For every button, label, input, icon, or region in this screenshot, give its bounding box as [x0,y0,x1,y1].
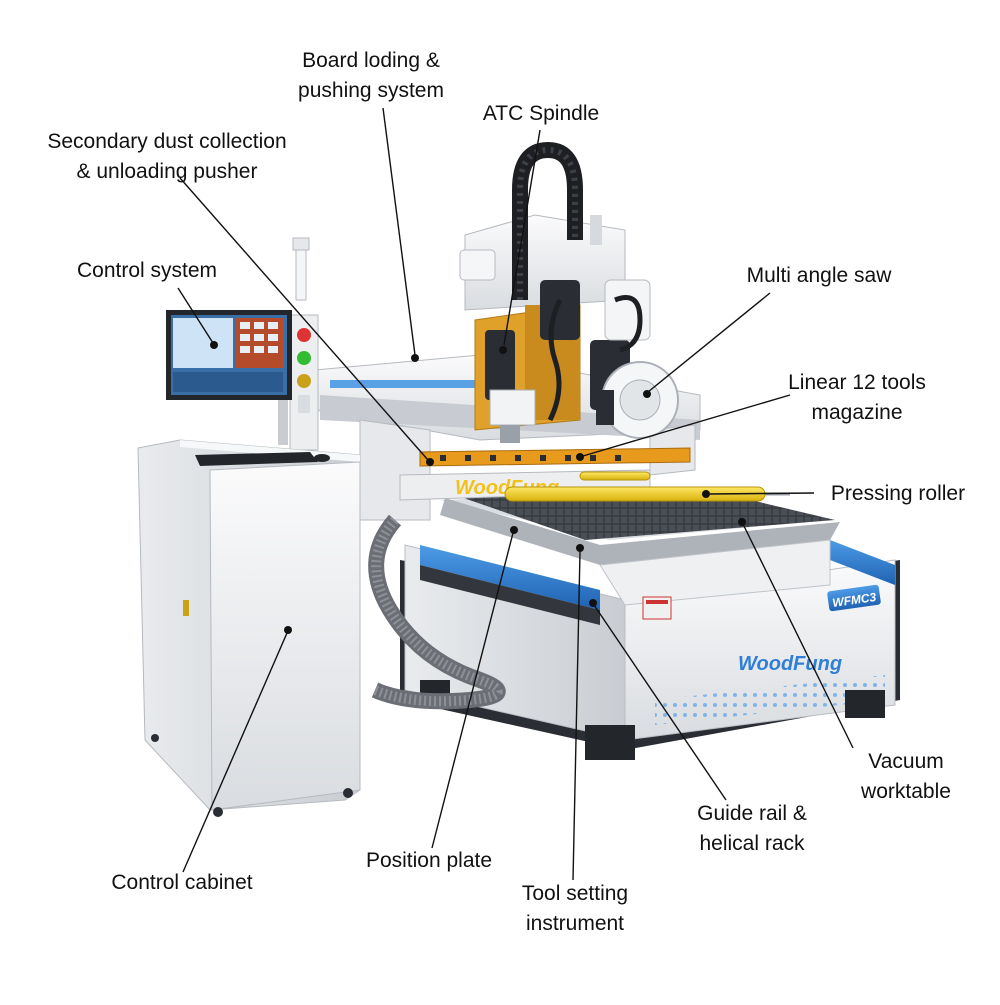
dot-linear-magazine [576,453,584,461]
dot-multi-angle-saw [643,390,651,398]
leader-control-cabinet [182,632,288,873]
label-control-system: Control system [76,259,218,282]
label-linear-magazine: Linear 12 tools magazine [788,371,926,424]
label-tool-setting: Tool setting instrument [521,882,629,935]
label-multi-angle-saw: Multi angle saw [746,264,892,287]
dot-tool-setting [576,544,584,552]
leader-atc-spindle [503,129,541,346]
leader-multi-angle-saw [647,292,771,393]
machine-branding: WFMC3 WoodFung [642,584,881,675]
label-vacuum-worktable: Vacuum worktable [861,750,951,803]
woodfung-logo: WoodFung [738,653,842,675]
leader-guide-rail [593,604,727,801]
dot-board-loading [411,354,419,362]
machine-base [400,544,900,760]
spindle-head [459,141,679,443]
leader-vacuum-worktable [742,523,854,749]
label-control-cabinet: Control cabinet [111,871,253,894]
leader-pressing-roller [709,492,815,495]
dot-control-cabinet [284,626,292,634]
leader-position-plate [431,532,514,849]
control-post [289,237,319,451]
control-cabinet-body [137,439,361,817]
label-secondary-dust: Secondary dust collection & unloading pu… [47,130,287,183]
dot-vacuum-worktable [738,518,746,526]
dust-hose [368,514,506,710]
model-badge: WFMC3 [832,590,878,610]
dot-control-system [210,341,218,349]
label-position-plate: Position plate [365,849,493,872]
label-guide-rail: Guide rail & helical rack [697,802,807,855]
leader-linear-magazine [582,394,791,457]
label-atc-spindle: ATC Spindle [482,102,600,125]
vacuum-worktable [420,488,895,625]
dot-guide-rail [589,599,597,607]
dot-secondary-dust [426,458,434,466]
leader-control-system [177,287,214,344]
dot-pressing-roller [702,490,710,498]
dot-atc-spindle [499,346,507,354]
leader-lines [177,107,854,881]
leader-board-loading [382,107,416,356]
dot-position-plate [510,526,518,534]
leader-tool-setting [572,551,581,881]
label-board-loading: Board loding & pushing system [298,49,444,102]
label-pressing-roller: Pressing roller [830,482,966,505]
leader-secondary-dust [179,177,429,461]
monitor [166,310,292,445]
